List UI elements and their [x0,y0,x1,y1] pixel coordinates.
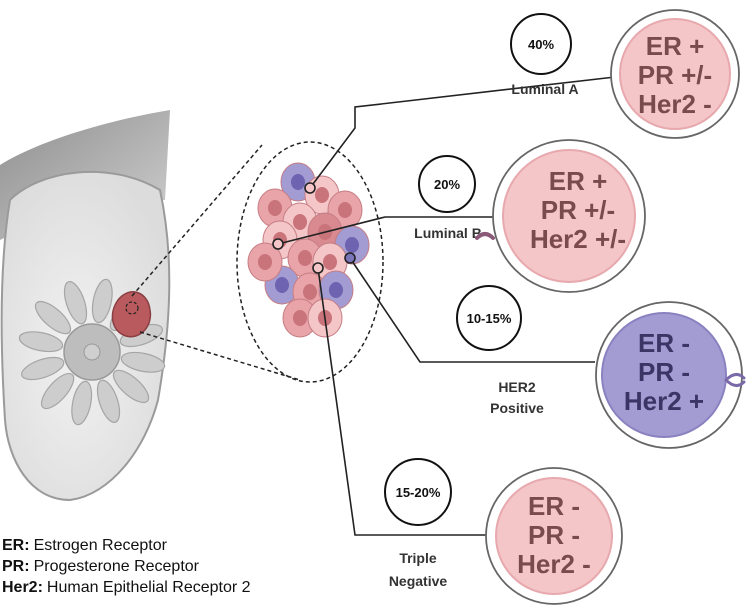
receptor-cell-triple-negative: ER - PR - Her2 - [485,467,623,605]
cell-nucleus [315,187,329,203]
luminal-a-er: ER + [646,31,705,61]
milk-lobe [112,369,150,404]
label-luminal-a: Luminal A [511,81,578,97]
milk-lobe [96,379,121,423]
breast-illustration [0,110,171,502]
cell-nucleus [291,174,305,190]
milk-lobe [71,380,93,426]
cell-nucleus [303,284,317,300]
percent-luminal-b: 20% [434,177,460,192]
legend-her2: Her2:Human Epithelial Receptor 2 [2,579,251,596]
cell-nucleus [293,214,307,230]
cell-nucleus [268,200,282,216]
her2-positive-pr: PR - [638,357,690,387]
label-triple-line1: Triple [399,550,437,566]
percent-triple-negative: 15-20% [396,485,441,500]
luminal-b-her2: Her2 +/- [530,224,626,254]
legend-pr: PR:Progesterone Receptor [2,558,200,575]
milk-lobe [21,356,65,381]
milk-lobe [63,281,88,325]
label-her2-line2: Positive [490,400,544,416]
luminal-b-er: ER + [549,166,608,196]
milk-lobe [34,300,72,335]
label-her2-line1: HER2 [498,379,536,395]
percent-her2-positive: 10-15% [467,311,512,326]
her2-positive-er: ER - [638,328,690,358]
milk-lobe [40,372,75,410]
milk-lobe [120,351,166,373]
legend: ER:Estrogen Receptor PR:Progesterone Rec… [2,537,251,596]
cell-nucleus [338,202,352,218]
label-luminal-b: Luminal B [414,225,482,241]
legend-er: ER:Estrogen Receptor [2,537,168,554]
her2-positive-her2: Her2 + [624,386,704,416]
percentage-bubbles: 40% 20% 10-15% 15-20% [384,13,572,526]
luminal-a-her2: Her2 - [638,89,712,119]
cell-nucleus [258,254,272,270]
milk-lobe [18,331,64,353]
luminal-a-pr: PR +/- [638,60,712,90]
percent-luminal-a: 40% [528,37,554,52]
zoom-indicator [131,141,384,383]
subtype-labels: Luminal A Luminal B HER2 Positive Triple… [389,81,579,589]
receptor-cell-her2-positive: ER - PR - Her2 + [595,301,746,449]
triple-negative-her2: Her2 - [517,549,591,579]
triple-negative-er: ER - [528,491,580,521]
label-triple-line2: Negative [389,573,448,589]
cell-nucleus [275,277,289,293]
receptor-cell-luminal-b: ER + PR +/- Her2 +/- [475,139,646,293]
cell-nucleus [298,250,312,266]
cell-nucleus [293,310,307,326]
triple-negative-pr: PR - [528,520,580,550]
luminal-b-pr: PR +/- [541,195,615,225]
milk-lobe [91,278,113,324]
cell-nucleus [323,254,337,270]
cell-nucleus [345,237,359,253]
receptor-cell-luminal-a: ER + PR +/- Her2 - [610,9,740,139]
connector-lines [272,76,616,536]
tumor-lesion [111,291,152,338]
cell-nucleus [329,282,343,298]
